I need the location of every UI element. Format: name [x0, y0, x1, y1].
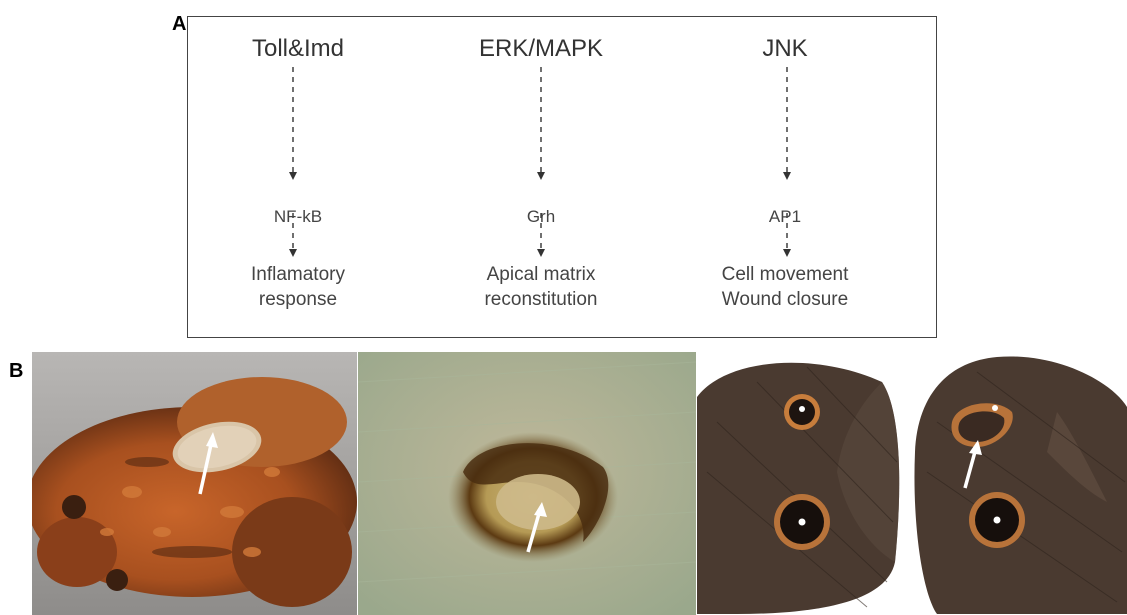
pathway-label: JNK: [675, 35, 895, 63]
pathway-diagram: Toll&Imd NF-kB Inflamatory response ERK/…: [187, 16, 937, 338]
outcome-label: Inflamatory response: [188, 262, 408, 312]
outcome-line: Apical matrix: [431, 262, 651, 287]
butterfly-wings-photo: [697, 352, 1127, 615]
outcome-line: Inflamatory: [188, 262, 408, 287]
outcome-line: Cell movement: [675, 262, 895, 287]
panel-label-a: A: [172, 13, 186, 36]
outcome-line: Wound closure: [675, 287, 895, 312]
panel-label-b: B: [9, 360, 23, 383]
outcome-label: Apical matrix reconstitution: [431, 262, 651, 312]
pathway-label: Toll&Imd: [188, 35, 408, 63]
outcome-line: response: [188, 287, 408, 312]
transcription-factor-label: AP1: [675, 207, 895, 227]
transcription-factor-label: Grh: [431, 207, 651, 227]
outcome-line: reconstitution: [431, 287, 651, 312]
pathway-label: ERK/MAPK: [431, 35, 651, 63]
wound-closeup-photo: [358, 352, 696, 615]
transcription-factor-label: NF-kB: [188, 207, 408, 227]
toad-photo: [32, 352, 357, 615]
outcome-label: Cell movement Wound closure: [675, 262, 895, 312]
